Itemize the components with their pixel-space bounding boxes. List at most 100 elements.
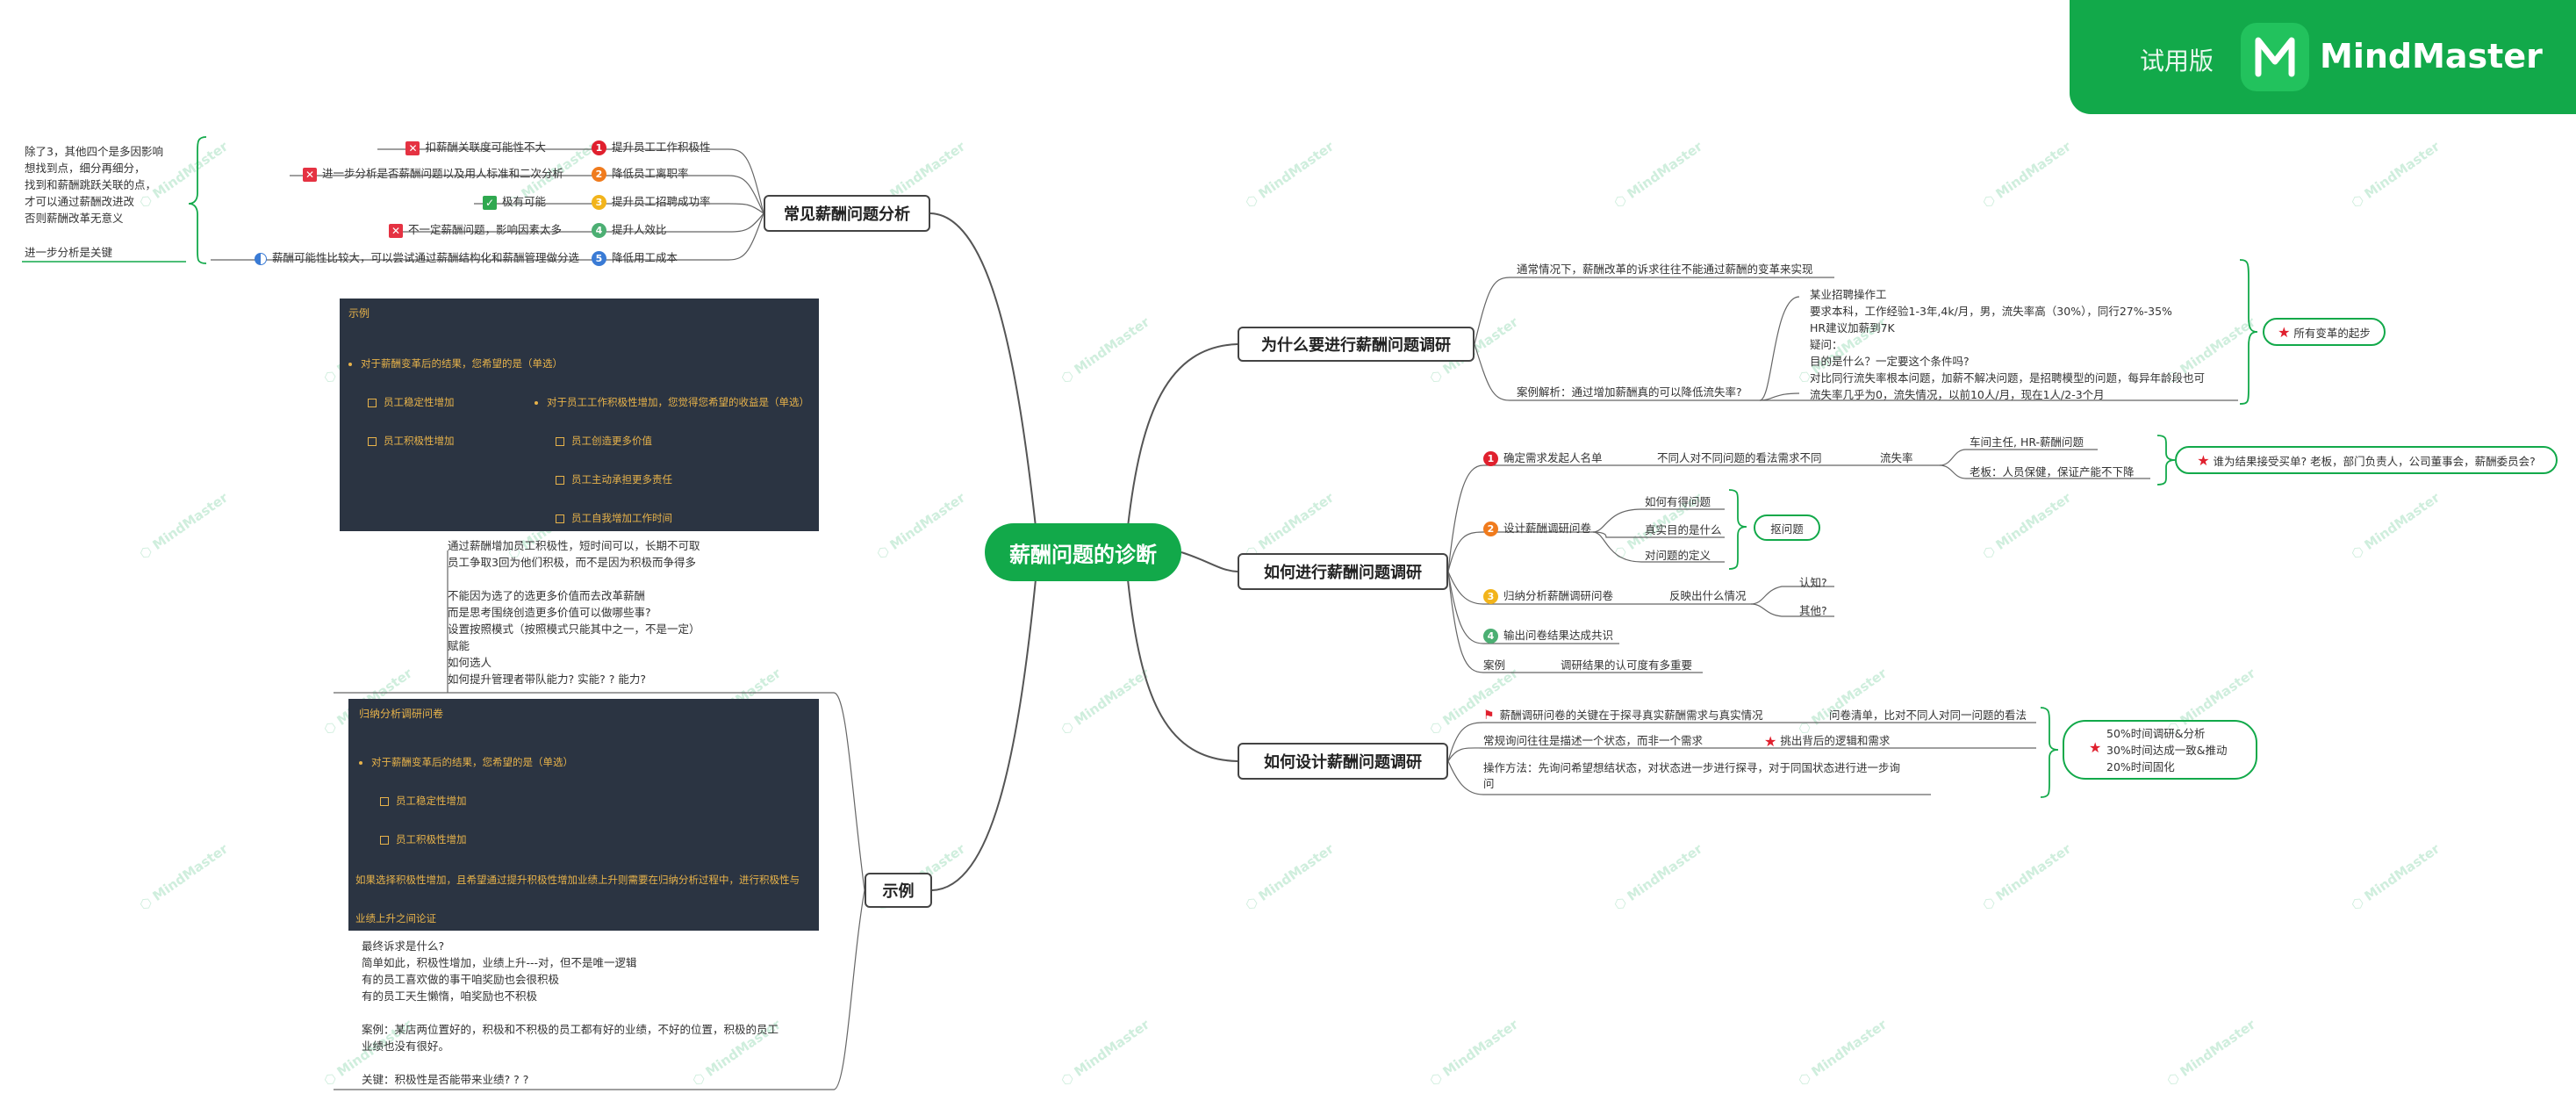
cross-icon: ✕ <box>302 167 317 182</box>
link-how <box>1180 551 1238 572</box>
panel2-o2: 员工积极性增加 <box>380 832 467 846</box>
design-line1-right: 问卷清单，比对不同人对同一问题的看法 <box>1829 709 2027 722</box>
number-2-icon: 2 <box>1483 522 1498 536</box>
panel2-o1: 员工稳定性增加 <box>380 794 467 808</box>
how-case-label: 案例 <box>1483 658 1506 672</box>
example-panel-2: 归纳分析调研问卷 对于薪酬变革后的结果，您希望的是（单选） 员工稳定性增加 员工… <box>348 699 819 931</box>
common-item-note-3: ✓极有可能 <box>482 195 546 210</box>
root-topic[interactable]: 薪酬问题的诊断 <box>985 523 1181 581</box>
why-case-lines: 某业招聘操作工 要求本科，工作经验1-3年,4k/月，男，流失率高（30%），同… <box>1810 288 2206 401</box>
how-step3[interactable]: 3 归纳分析薪酬调研问卷 <box>1483 589 1613 604</box>
number-3-icon: 3 <box>592 195 606 210</box>
cross-icon: ✕ <box>388 223 403 238</box>
how-step4[interactable]: 4 输出问卷结果达成共识 <box>1483 629 1613 644</box>
how-a2: 其他? <box>1799 604 1827 617</box>
branch-example[interactable]: 示例 <box>865 873 932 908</box>
common-item-note-4: ✕ 不一定薪酬问题，影响因素太多 <box>388 223 562 238</box>
panel1-o3: 员工创造更多价值 <box>556 434 652 448</box>
star-icon: ★ <box>2089 739 2102 756</box>
branch-why[interactable]: 为什么要进行薪酬问题调研 <box>1238 327 1475 362</box>
how-q3: 对问题的定义 <box>1645 549 1711 562</box>
number-2-icon: 2 <box>592 167 606 182</box>
how-a1: 认知? <box>1799 576 1827 589</box>
common-note-text: 极有可能 <box>501 195 546 208</box>
branch-how[interactable]: 如何进行薪酬问题调研 <box>1238 553 1448 590</box>
panel1-o1: 员工稳定性增加 <box>368 395 455 409</box>
design-line2-right-text: 挑出背后的逻辑和需求 <box>1780 734 1891 747</box>
common-item-note-1: ✕ 扣薪酬关联度可能性不大 <box>405 140 546 155</box>
how-step1-mid: 不同人对不同问题的看法需求不同 <box>1657 451 1822 464</box>
common-note-text: 进一步分析是否薪酬问题以及用人标准和二次分析 <box>321 167 563 180</box>
example-panel-1: 示例 对于薪酬变革后的结果，您希望的是（单选） 员工稳定性增加 员工积极性增加 … <box>340 299 819 531</box>
how-star-pill[interactable]: ★谁为结果接受买单? 老板，部门负责人，公司董事会，薪酬委员会? <box>2175 446 2558 474</box>
number-5-icon: 5 <box>592 251 606 266</box>
panel2-title: 归纳分析调研问卷 <box>359 708 444 720</box>
common-note-text: 薪酬可能性比较大，可以尝试通过薪酬结构化和薪酬管理做分选 <box>271 251 579 264</box>
common-item-3[interactable]: 3 提升员工招聘成功率 <box>592 195 711 210</box>
common-item-2[interactable]: 2 降低员工离职率 <box>592 167 689 182</box>
design-pill-lines: 50%时间调研&分析 30%时间达成一致&推动 20%时间固化 <box>2106 727 2228 773</box>
how-step2-pill[interactable]: 抠问题 <box>1754 514 1820 541</box>
common-item-label: 提升人效比 <box>612 223 667 236</box>
how-star-label: 谁为结果接受买单? 老板，部门负责人，公司董事会，薪酬委员会? <box>2213 454 2536 468</box>
common-note-text: 扣薪酬关联度可能性不大 <box>425 140 546 154</box>
example-text1: 通过薪酬增加员工积极性，短时间可以，长期不可取 员工争取3回为他们积极，而不是因… <box>448 539 700 686</box>
brand-name: MindMaster <box>2320 37 2543 76</box>
how-step2-label: 设计薪酬调研问卷 <box>1503 522 1592 535</box>
brand-banner: 试用版 MindMaster <box>2070 0 2576 114</box>
common-item-1[interactable]: 1 提升员工工作积极性 <box>592 140 711 155</box>
panel1-q2: 对于员工工作积极性增加，您觉得您希望的收益是（单选） <box>535 395 809 409</box>
how-step1-tag: 流失率 <box>1880 451 1913 464</box>
common-item-4[interactable]: 4 提升人效比 <box>592 223 667 238</box>
panel2-foot1: 如果选择积极性增加，且希望通过提升积极性增加业绩上升则需要在归纳分析过程中，进行… <box>355 874 800 886</box>
number-4-icon: 4 <box>1483 629 1498 644</box>
how-step1-r1: 车间主任, HR-薪酬问题 <box>1970 435 2084 449</box>
common-item-5[interactable]: 5 降低用工成本 <box>592 251 678 266</box>
panel2-q1: 对于薪酬变革后的结果，您希望的是（单选） <box>359 755 573 769</box>
panel2-foot2: 业绩上升之间论证 <box>355 912 436 925</box>
cross-icon: ✕ <box>405 140 420 155</box>
why-star-label: 所有变革的起步 <box>2293 326 2371 340</box>
how-step3-mid: 反映出什么情况 <box>1669 589 1747 602</box>
number-4-icon: 4 <box>592 223 606 238</box>
flag-icon: ⚑ <box>1483 709 1495 723</box>
how-step2[interactable]: 2 设计薪酬调研问卷 <box>1483 522 1591 536</box>
how-step4-label: 输出问卷结果达成共识 <box>1503 629 1614 642</box>
common-note-text: 不一定薪酬问题，影响因素太多 <box>407 223 562 236</box>
how-step3-label: 归纳分析薪酬调研问卷 <box>1503 589 1614 602</box>
mindmaster-logo-icon <box>2241 23 2309 91</box>
how-case-text: 调研结果的认可度有多重要 <box>1561 658 1693 672</box>
star-icon: ★ <box>2278 323 2291 341</box>
number-3-icon: 3 <box>1483 589 1498 604</box>
design-line1-text: 薪酬调研问卷的关键在于探寻真实薪酬需求与真实情况 <box>1499 709 1763 722</box>
panel1-o2: 员工积极性增加 <box>368 434 455 448</box>
design-line3: 操作方法：先询问希望想结状态，对状态进一步进行探寻，对于同国状态进行进一步询 问 <box>1483 761 1901 790</box>
common-item-label: 提升员工招聘成功率 <box>612 195 711 208</box>
why-star-pill[interactable]: ★所有变革的起步 <box>2263 318 2386 346</box>
common-item-label: 提升员工工作积极性 <box>612 140 711 154</box>
branch-design[interactable]: 如何设计薪酬问题调研 <box>1238 743 1448 780</box>
common-item-label: 降低用工成本 <box>612 251 678 264</box>
how-step1-r2: 老板：人员保健，保证产能不下降 <box>1970 465 2135 478</box>
panel1-q1: 对于薪酬变革后的结果，您希望的是（单选） <box>348 356 563 371</box>
star-icon: ★ <box>1764 732 1777 750</box>
panel1-o5: 员工自我增加工作时间 <box>556 511 672 525</box>
star-icon: ★ <box>2197 451 2210 469</box>
design-pill[interactable]: ★ 50%时间调研&分析 30%时间达成一致&推动 20%时间固化 <box>2063 720 2257 780</box>
common-item-note-5: 薪酬可能性比较大，可以尝试通过薪酬结构化和薪酬管理做分选 <box>254 251 579 265</box>
design-line2-right: ★挑出背后的逻辑和需求 <box>1764 734 1890 749</box>
branch-common[interactable]: 常见薪酬问题分析 <box>764 195 930 232</box>
design-line1: ⚑ 薪酬调研问卷的关键在于探寻真实薪酬需求与真实情况 <box>1483 709 1763 723</box>
common-side-note: 除了3，其他四个是多因影响 想找到点，细分再细分， 找到和薪酬跳跃关联的点， 才… <box>25 145 163 225</box>
how-step1-label: 确定需求发起人名单 <box>1503 451 1603 464</box>
half-circle-icon <box>254 252 267 265</box>
why-line1: 通常情况下，薪酬改革的诉求往往不能通过薪酬的变革来实现 <box>1517 263 1813 276</box>
number-1-icon: 1 <box>592 140 606 155</box>
common-item-label: 降低员工离职率 <box>612 167 689 180</box>
link-example <box>931 579 1037 891</box>
why-case-label: 案例解析：通过增加薪酬真的可以降低流失率? <box>1517 385 1742 399</box>
link-why <box>1127 343 1238 528</box>
common-item-note-2: ✕ 进一步分析是否薪酬问题以及用人标准和二次分析 <box>302 167 563 182</box>
